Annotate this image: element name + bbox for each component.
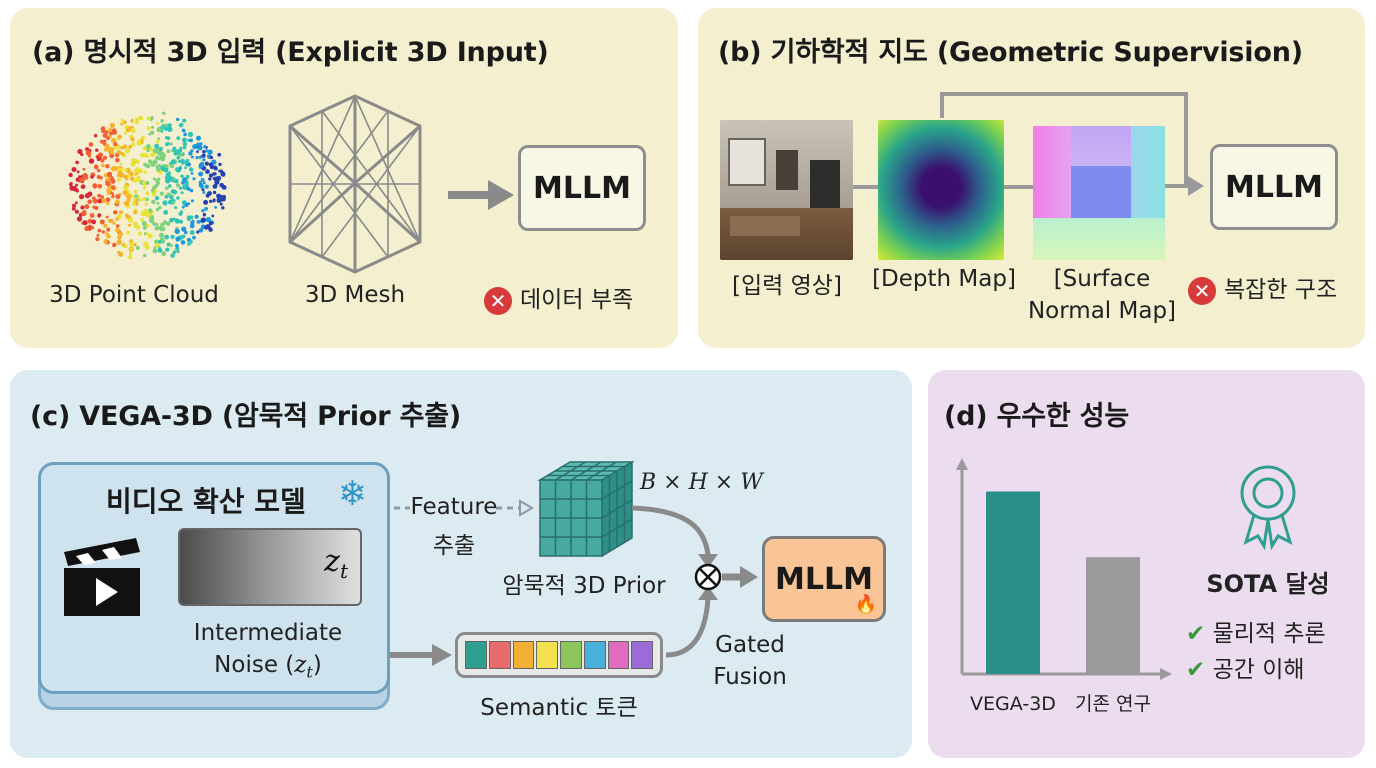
check-icon: ✔ <box>1186 621 1206 647</box>
drawback-b: ✕ 복잡한 구조 <box>1188 270 1337 305</box>
surface-normal-label-line2: Normal Map] <box>1027 298 1177 324</box>
performance-bar-chart: VEGA-3D 기존 연구 <box>956 458 1296 715</box>
gated-fusion-operator-icon <box>694 563 722 591</box>
semantic-token <box>631 641 653 669</box>
semantic-token <box>512 641 535 669</box>
bar-0 <box>986 491 1040 674</box>
point-cloud-icon <box>68 111 227 260</box>
panel-a-graphics <box>68 94 514 274</box>
feature-label-line1: Feature <box>410 494 498 520</box>
depth-map-image <box>878 120 1004 260</box>
panel-vega-3d: (c) VEGA-3D (암묵적 Prior 추출) 비디오 확산 모델 ❄ <box>10 370 912 758</box>
depth-map-label: [Depth Map] <box>872 266 1016 292</box>
noise-latent-box: zt <box>178 528 362 606</box>
video-model-label: 비디오 확산 모델 <box>106 485 306 518</box>
benefit-item-spatial-understanding: ✔ 공간 이해 <box>1186 650 1305 684</box>
latent-zt-symbol: zt <box>324 544 348 583</box>
input-frame-label: [입력 영상] <box>732 273 842 299</box>
semantic-token <box>583 641 606 669</box>
mllm-box-b: MLLM <box>1210 144 1338 230</box>
panel-a-title: (a) 명시적 3D 입력 (Explicit 3D Input) <box>32 37 549 68</box>
feature-label-line2: 추출 <box>432 533 476 559</box>
semantic-token <box>536 641 558 669</box>
fire-trainable-icon: 🔥 <box>854 594 877 615</box>
arrow-to-mllm-a <box>448 180 514 210</box>
benefit-text: 물리적 추론 <box>1212 621 1326 647</box>
drawback-a: ✕ 데이터 부족 <box>484 280 633 315</box>
check-icon: ✔ <box>1186 657 1206 683</box>
mllm-box-a: MLLM <box>518 145 646 231</box>
gated-fusion-label-line1: Gated <box>715 632 785 658</box>
drawback-a-text: 데이터 부족 <box>520 287 634 313</box>
mesh-label: 3D Mesh <box>304 282 406 308</box>
bar-label-0: VEGA-3D <box>970 693 1056 715</box>
semantic-token <box>488 641 511 669</box>
benefit-item-physical-reasoning: ✔ 물리적 추론 <box>1186 614 1326 648</box>
implicit-prior-label: 암묵적 3D Prior <box>502 573 666 599</box>
panel-explicit-3d-input: (a) 명시적 3D 입력 (Explicit 3D Input) MLLM <box>10 8 678 348</box>
panel-c-graphics <box>64 460 758 666</box>
panel-c-title: (c) VEGA-3D (암묵적 Prior 추출) <box>30 401 461 432</box>
noise-label-line1: Intermediate <box>193 620 343 646</box>
semantic-token <box>607 641 630 669</box>
surface-normal-map-image <box>1033 126 1165 260</box>
award-ribbon-icon <box>1240 465 1296 551</box>
panel-d-title: (d) 우수한 성능 <box>944 401 1130 432</box>
panel-b-title: (b) 기하학적 지도 (Geometric Supervision) <box>718 37 1303 68</box>
error-x-icon: ✕ <box>484 286 512 315</box>
mllm-c-label: MLLM <box>775 561 873 597</box>
drawback-b-text: 복잡한 구조 <box>1224 277 1338 303</box>
error-x-icon: ✕ <box>1188 276 1216 305</box>
gated-fusion-label-line2: Fusion <box>713 664 787 690</box>
clapperboard-icon <box>64 538 140 616</box>
semantic-token-bar <box>455 632 663 678</box>
prior-tensor-cube-icon <box>537 460 635 558</box>
panel-performance: (d) 우수한 성능 VEGA-3D 기존 연구 SOTA 달성 ✔ 물리적 추론… <box>928 370 1365 758</box>
feature-extract-arrow <box>394 499 534 517</box>
point-cloud-label: 3D Point Cloud <box>49 282 219 308</box>
benefit-text: 공간 이해 <box>1212 657 1305 683</box>
semantic-token <box>465 641 487 669</box>
surface-normal-label-line1: [Surface <box>1053 266 1151 292</box>
panel-geometric-supervision: (b) 기하학적 지도 (Geometric Supervision) MLLM… <box>698 8 1365 348</box>
noise-label-line2: Noise (zt) <box>214 652 322 682</box>
mllm-box-c: MLLM 🔥 <box>762 536 886 622</box>
panel-b-connectors <box>853 92 1204 196</box>
sota-label: SOTA 달성 <box>1206 570 1330 598</box>
snowflake-frozen-icon: ❄ <box>338 474 367 514</box>
bar-label-1: 기존 연구 <box>1075 693 1151 715</box>
tensor-dims-label: B × H × W <box>640 470 763 495</box>
bar-1 <box>1086 557 1140 674</box>
semantic-token-label: Semantic 토큰 <box>480 695 638 721</box>
semantic-token <box>560 641 582 669</box>
mesh-cube-icon <box>288 94 422 274</box>
input-frame-image <box>720 120 853 260</box>
